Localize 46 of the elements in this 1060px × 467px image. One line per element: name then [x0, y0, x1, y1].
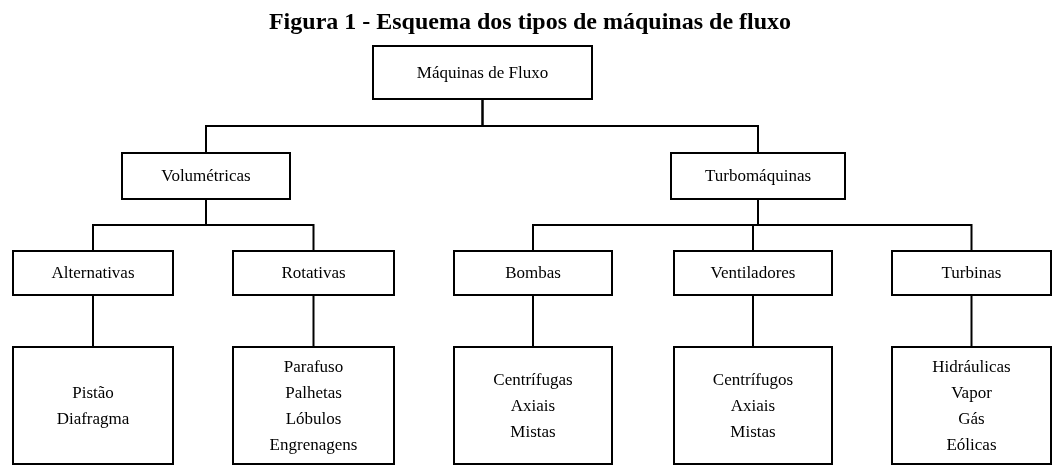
- box-text: Centrífugas: [493, 368, 573, 391]
- box-text: Engrenagens: [269, 433, 358, 456]
- box-text: Axiais: [730, 394, 776, 417]
- box-text: Vapor: [951, 381, 992, 404]
- connector-line: [92, 295, 94, 347]
- connector-line: [312, 295, 315, 347]
- connector-line: [532, 295, 534, 347]
- category-box: [670, 152, 846, 200]
- figure-title: Figura 1 - Esquema dos tipos de máquinas de fluxo: [267, 7, 793, 36]
- category-box: [891, 346, 1052, 465]
- category-box: [232, 250, 395, 296]
- category-box: [453, 346, 613, 465]
- category-box: [453, 250, 613, 296]
- connector-line: [205, 199, 315, 251]
- box-text: Pistão: [72, 381, 114, 404]
- category-box: [232, 346, 395, 465]
- category-box: [673, 346, 833, 465]
- box-text: Máquinas de Fluxo: [416, 61, 549, 84]
- box-text: Alternativas: [51, 262, 135, 284]
- box-text: Palhetas: [285, 381, 342, 404]
- box-text: Parafuso: [283, 355, 344, 378]
- connector-line: [970, 295, 973, 347]
- box-text: Rotativas: [281, 262, 346, 284]
- category-box: [121, 152, 291, 200]
- box-text: Eólicas: [946, 433, 997, 456]
- box-text: Diafragma: [56, 407, 130, 430]
- box-text: Mistas: [510, 420, 556, 443]
- category-box: [12, 250, 174, 296]
- box-text: Centrífugos: [712, 368, 794, 391]
- category-box: [372, 45, 593, 100]
- box-text: Lóbulos: [285, 407, 342, 430]
- box-text: Bombas: [505, 262, 561, 284]
- connector-line: [752, 295, 754, 347]
- box-text: Turbinas: [941, 262, 1002, 284]
- category-box: [12, 346, 174, 465]
- category-box: [673, 250, 833, 296]
- box-text: Hidráulicas: [932, 355, 1011, 378]
- box-text: Mistas: [730, 420, 776, 443]
- box-text: Axiais: [510, 394, 556, 417]
- connector-line: [481, 99, 759, 153]
- box-text: Ventiladores: [710, 262, 796, 284]
- category-box: [891, 250, 1052, 296]
- box-text: Gás: [958, 407, 985, 430]
- box-text: Turbomáquinas: [704, 165, 812, 187]
- connector-line: [757, 199, 973, 251]
- box-text: Volumétricas: [161, 165, 251, 187]
